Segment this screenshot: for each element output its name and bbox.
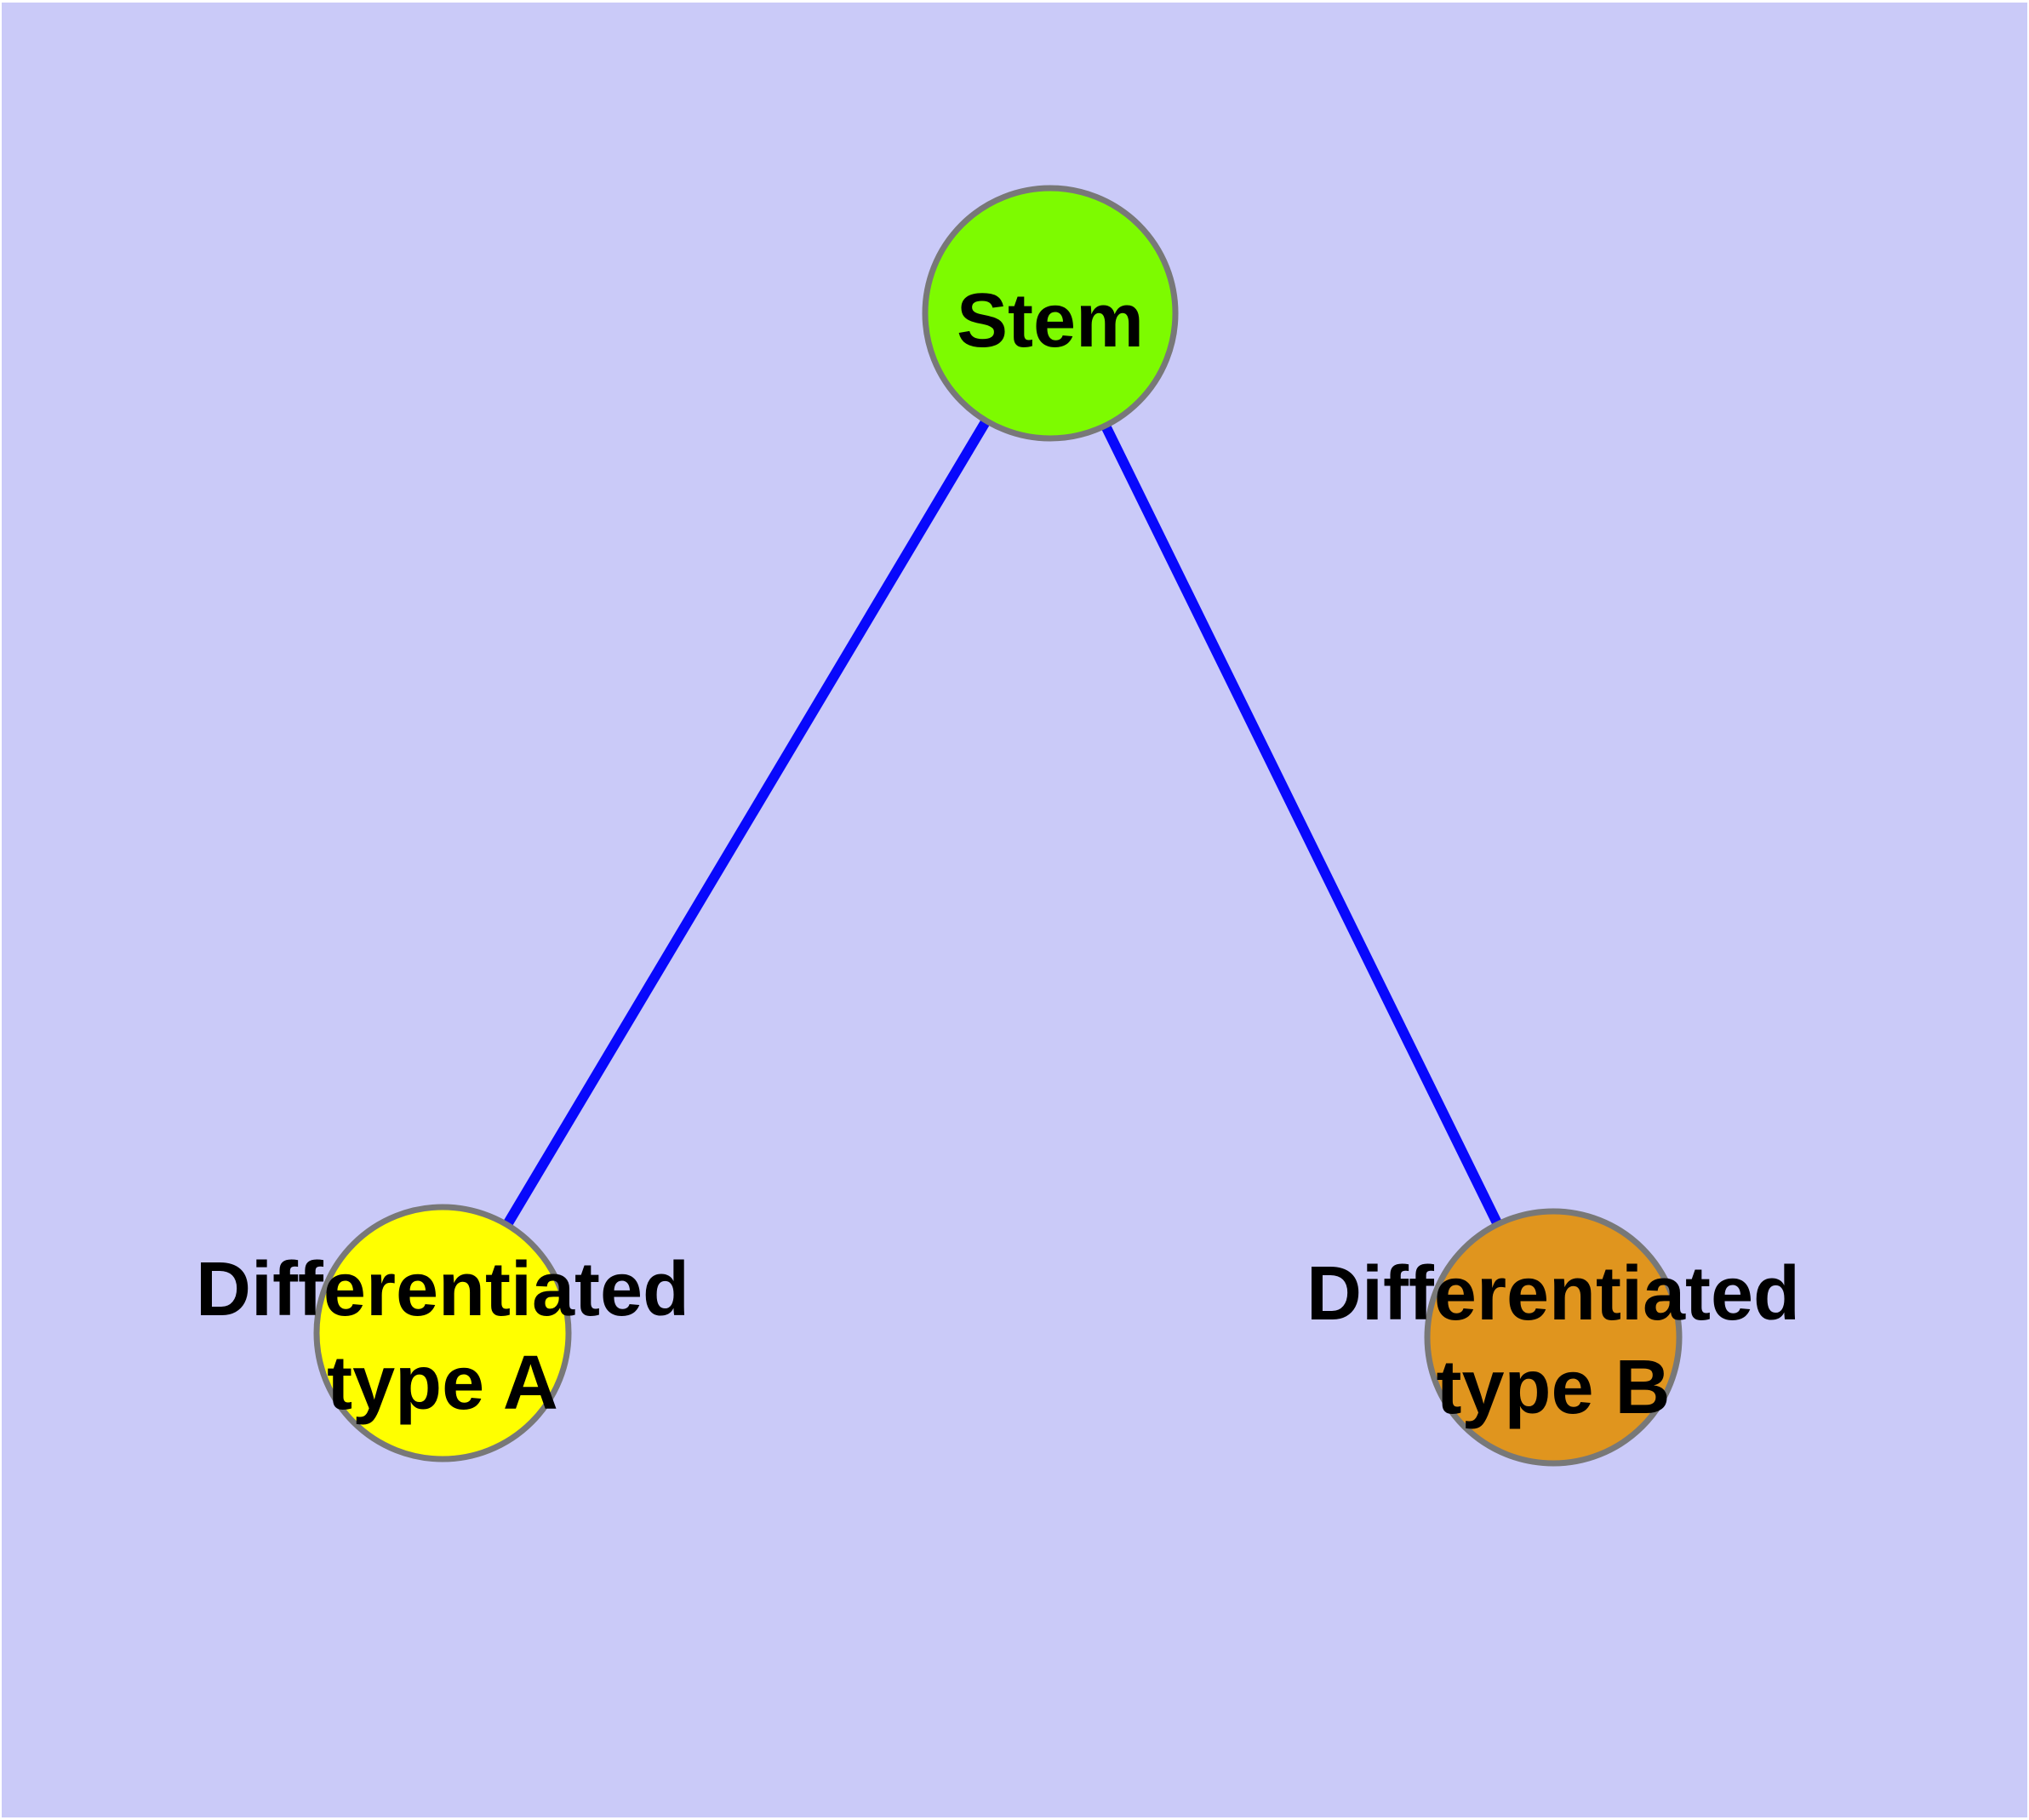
node-stem-circle (922, 185, 1179, 442)
node-type-b-circle (1424, 1208, 1683, 1467)
node-type-a-circle (313, 1204, 572, 1462)
edge-stem-to-type-a (437, 310, 1055, 1336)
edge-stem-to-type-b (1045, 311, 1558, 1340)
